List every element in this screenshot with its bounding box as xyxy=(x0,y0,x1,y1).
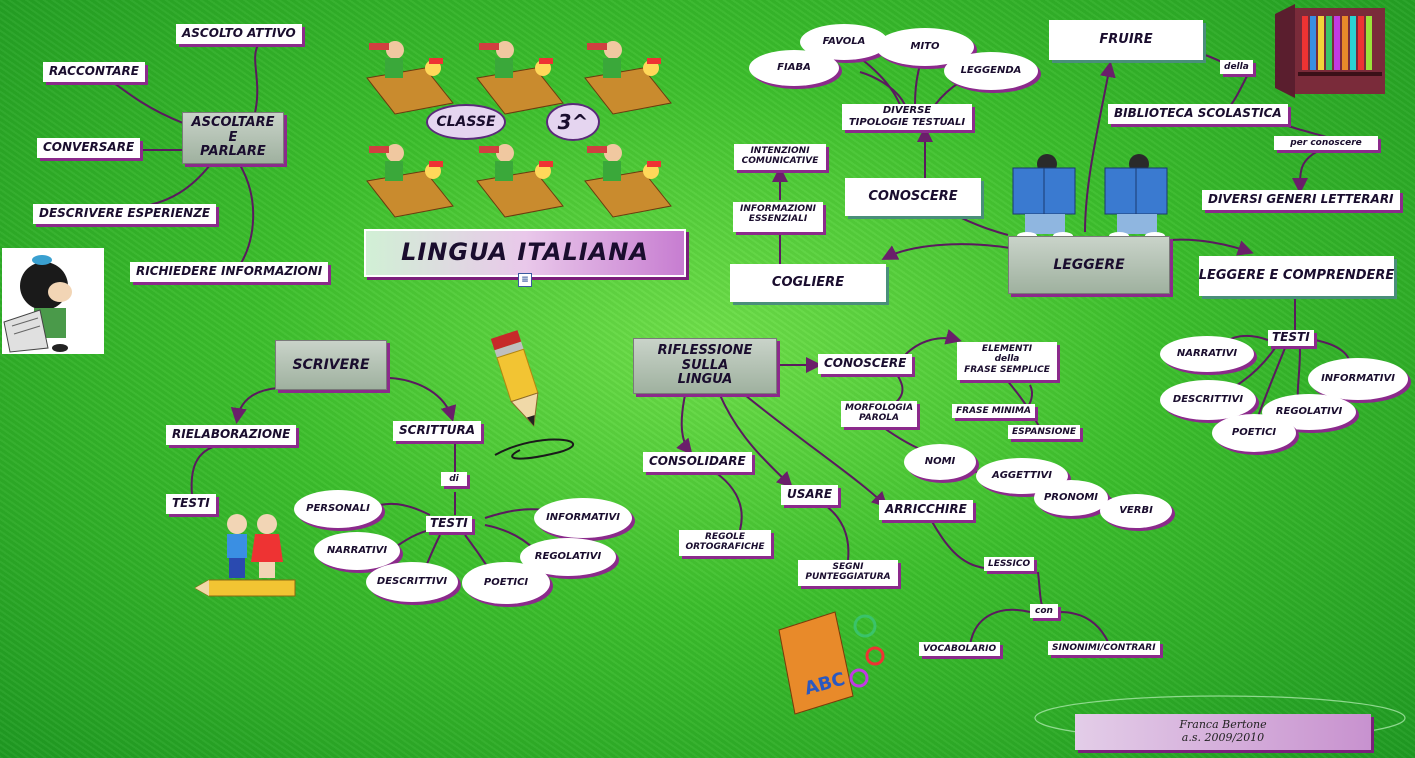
node-label-line: INFORMAZIONI xyxy=(740,204,816,214)
link-label-per-conoscere: per conoscere xyxy=(1274,136,1378,151)
node-label-line: RIFLESSIONE xyxy=(657,342,753,358)
link-label-con: con xyxy=(1030,604,1058,619)
node-poetici-scrittura[interactable]: POETICI xyxy=(462,562,550,604)
node-cogliere[interactable]: COGLIERE xyxy=(730,264,886,302)
node-label-line: PARLARE xyxy=(200,144,266,160)
node-label-line: ELEMENTI xyxy=(981,344,1033,354)
node-fruire[interactable]: FRUIRE xyxy=(1049,20,1203,60)
node-label-line: FRASE SEMPLICE xyxy=(964,364,1050,375)
node-ascoltare-e-parlare[interactable]: ASCOLTARE E PARLARE xyxy=(182,112,284,164)
node-arricchire[interactable]: ARRICCHIRE xyxy=(879,500,973,520)
node-label-line: E xyxy=(228,129,238,145)
node-scrivere[interactable]: SCRIVERE xyxy=(275,340,387,390)
node-ascolto-attivo[interactable]: ASCOLTO ATTIVO xyxy=(176,24,302,44)
author-name: Franca Bertone xyxy=(1179,718,1267,732)
node-sinonimi-contrari[interactable]: SINONIMI/CONTRARI xyxy=(1048,641,1160,656)
node-leggere[interactable]: LEGGERE xyxy=(1008,236,1170,294)
node-intenzioni-comunicative[interactable]: INTENZIONI COMUNICATIVE xyxy=(734,144,826,170)
node-conversare[interactable]: CONVERSARE xyxy=(37,138,141,158)
node-label-line: COMUNICATIVE xyxy=(741,156,819,167)
node-lessico[interactable]: LESSICO xyxy=(984,557,1035,572)
node-label-line: DIVERSE xyxy=(882,105,932,116)
node-label-line: LINGUA xyxy=(677,372,733,388)
node-leggenda[interactable]: LEGGENDA xyxy=(944,52,1038,90)
children-reading-icon xyxy=(1012,154,1168,240)
node-informazioni-essenziali[interactable]: INFORMAZIONI ESSENZIALI xyxy=(733,202,823,232)
node-testi-scrittura[interactable]: TESTI xyxy=(426,516,472,532)
node-fiaba[interactable]: FIABA xyxy=(749,50,839,86)
node-testi-rielaborazione[interactable]: TESTI xyxy=(166,494,216,514)
node-label-line: ESSENZIALI xyxy=(748,214,808,225)
bookshelf-icon xyxy=(1275,4,1385,98)
node-pronomi[interactable]: PRONOMI xyxy=(1034,480,1108,516)
node-riflessione-sulla-lingua[interactable]: RIFLESSIONE SULLA LINGUA xyxy=(633,338,777,394)
node-poetici-leggere[interactable]: POETICI xyxy=(1212,414,1296,452)
node-espansione[interactable]: ESPANSIONE xyxy=(1008,425,1081,440)
node-label-line: REGOLE xyxy=(705,532,745,542)
node-informativi-scrittura[interactable]: INFORMATIVI xyxy=(534,498,632,538)
node-biblioteca-scolastica[interactable]: BIBLIOTECA SCOLASTICA xyxy=(1108,104,1288,124)
node-label-line: ASCOLTARE xyxy=(191,114,275,130)
node-narrativi-scrittura[interactable]: NARRATIVI xyxy=(314,532,400,570)
node-label-line: SEGNI xyxy=(832,562,864,572)
node-label-line: della xyxy=(994,354,1020,365)
classe-label: CLASSE xyxy=(426,104,506,140)
node-rielaborazione[interactable]: RIELABORAZIONE xyxy=(166,425,297,445)
node-leggere-e-comprendere[interactable]: LEGGERE E COMPRENDERE xyxy=(1199,256,1394,296)
node-testi-leggere[interactable]: TESTI xyxy=(1268,330,1314,346)
node-segni-punteggiatura[interactable]: SEGNI PUNTEGGIATURA xyxy=(798,560,898,586)
node-verbi[interactable]: VERBI xyxy=(1100,494,1172,528)
node-label-line: TIPOLOGIE TESTUALI xyxy=(848,116,966,128)
node-morfologia-parola[interactable]: MORFOLOGIA PAROLA xyxy=(841,401,917,427)
node-consolidare[interactable]: CONSOLIDARE xyxy=(643,452,752,472)
classe-number: 3^ xyxy=(546,103,600,141)
node-vocabolario[interactable]: VOCABOLARIO xyxy=(919,642,1001,657)
children-with-telescope-icon xyxy=(366,40,672,218)
author-footer: Franca Bertone a.s. 2009/2010 xyxy=(1075,714,1371,750)
node-nomi[interactable]: NOMI xyxy=(904,444,976,480)
node-frase-minima[interactable]: FRASE MINIMA xyxy=(952,404,1035,419)
link-label-di: di xyxy=(441,472,467,487)
node-label-line: MORFOLOGIA xyxy=(845,403,914,413)
pencil-icon xyxy=(490,330,539,427)
node-personali[interactable]: PERSONALI xyxy=(294,490,382,528)
map-title: LINGUA ITALIANA xyxy=(364,229,686,277)
node-narrativi-leggere[interactable]: NARRATIVI xyxy=(1160,336,1254,372)
node-descrittivi-leggere[interactable]: DESCRITTIVI xyxy=(1160,380,1256,420)
node-label-line: SULLA xyxy=(681,357,729,373)
node-label-line: ORTOGRAFICHE xyxy=(685,542,765,553)
node-diverse-tipologie[interactable]: DIVERSE TIPOLOGIE TESTUALI xyxy=(842,104,972,130)
node-descrittivi-scrittura[interactable]: DESCRITTIVI xyxy=(366,562,458,602)
node-label-line: PAROLA xyxy=(858,413,900,424)
link-label-della: della xyxy=(1220,60,1253,75)
node-informativi-leggere[interactable]: INFORMATIVI xyxy=(1308,358,1408,400)
node-conoscere-leggere[interactable]: CONOSCERE xyxy=(845,178,981,216)
node-elementi-frase-semplice[interactable]: ELEMENTI della FRASE SEMPLICE xyxy=(957,342,1057,380)
school-year: a.s. 2009/2010 xyxy=(1181,731,1265,744)
node-richiedere-informazioni[interactable]: RICHIEDERE INFORMAZIONI xyxy=(130,262,329,282)
node-usare[interactable]: USARE xyxy=(781,485,839,505)
kids-on-pencil-icon xyxy=(195,514,296,597)
note-icon[interactable]: ≡ xyxy=(518,273,532,287)
node-label-line: PUNTEGGIATURA xyxy=(805,572,891,583)
node-scrittura[interactable]: SCRITTURA xyxy=(393,421,482,441)
node-label-line: INTENZIONI xyxy=(750,146,810,156)
node-conoscere-riflessione[interactable]: CONOSCERE xyxy=(818,354,913,374)
node-raccontare[interactable]: RACCONTARE xyxy=(43,62,145,82)
girl-reading-newspaper-icon xyxy=(2,248,104,354)
node-descrivere-esperienze[interactable]: DESCRIVERE ESPERIENZE xyxy=(33,204,217,224)
node-regole-ortografiche[interactable]: REGOLE ORTOGRAFICHE xyxy=(679,530,771,556)
vocabolario-abc-book-icon: ABC xyxy=(778,611,885,715)
node-diversi-generi-letterari[interactable]: DIVERSI GENERI LETTERARI xyxy=(1202,190,1400,210)
